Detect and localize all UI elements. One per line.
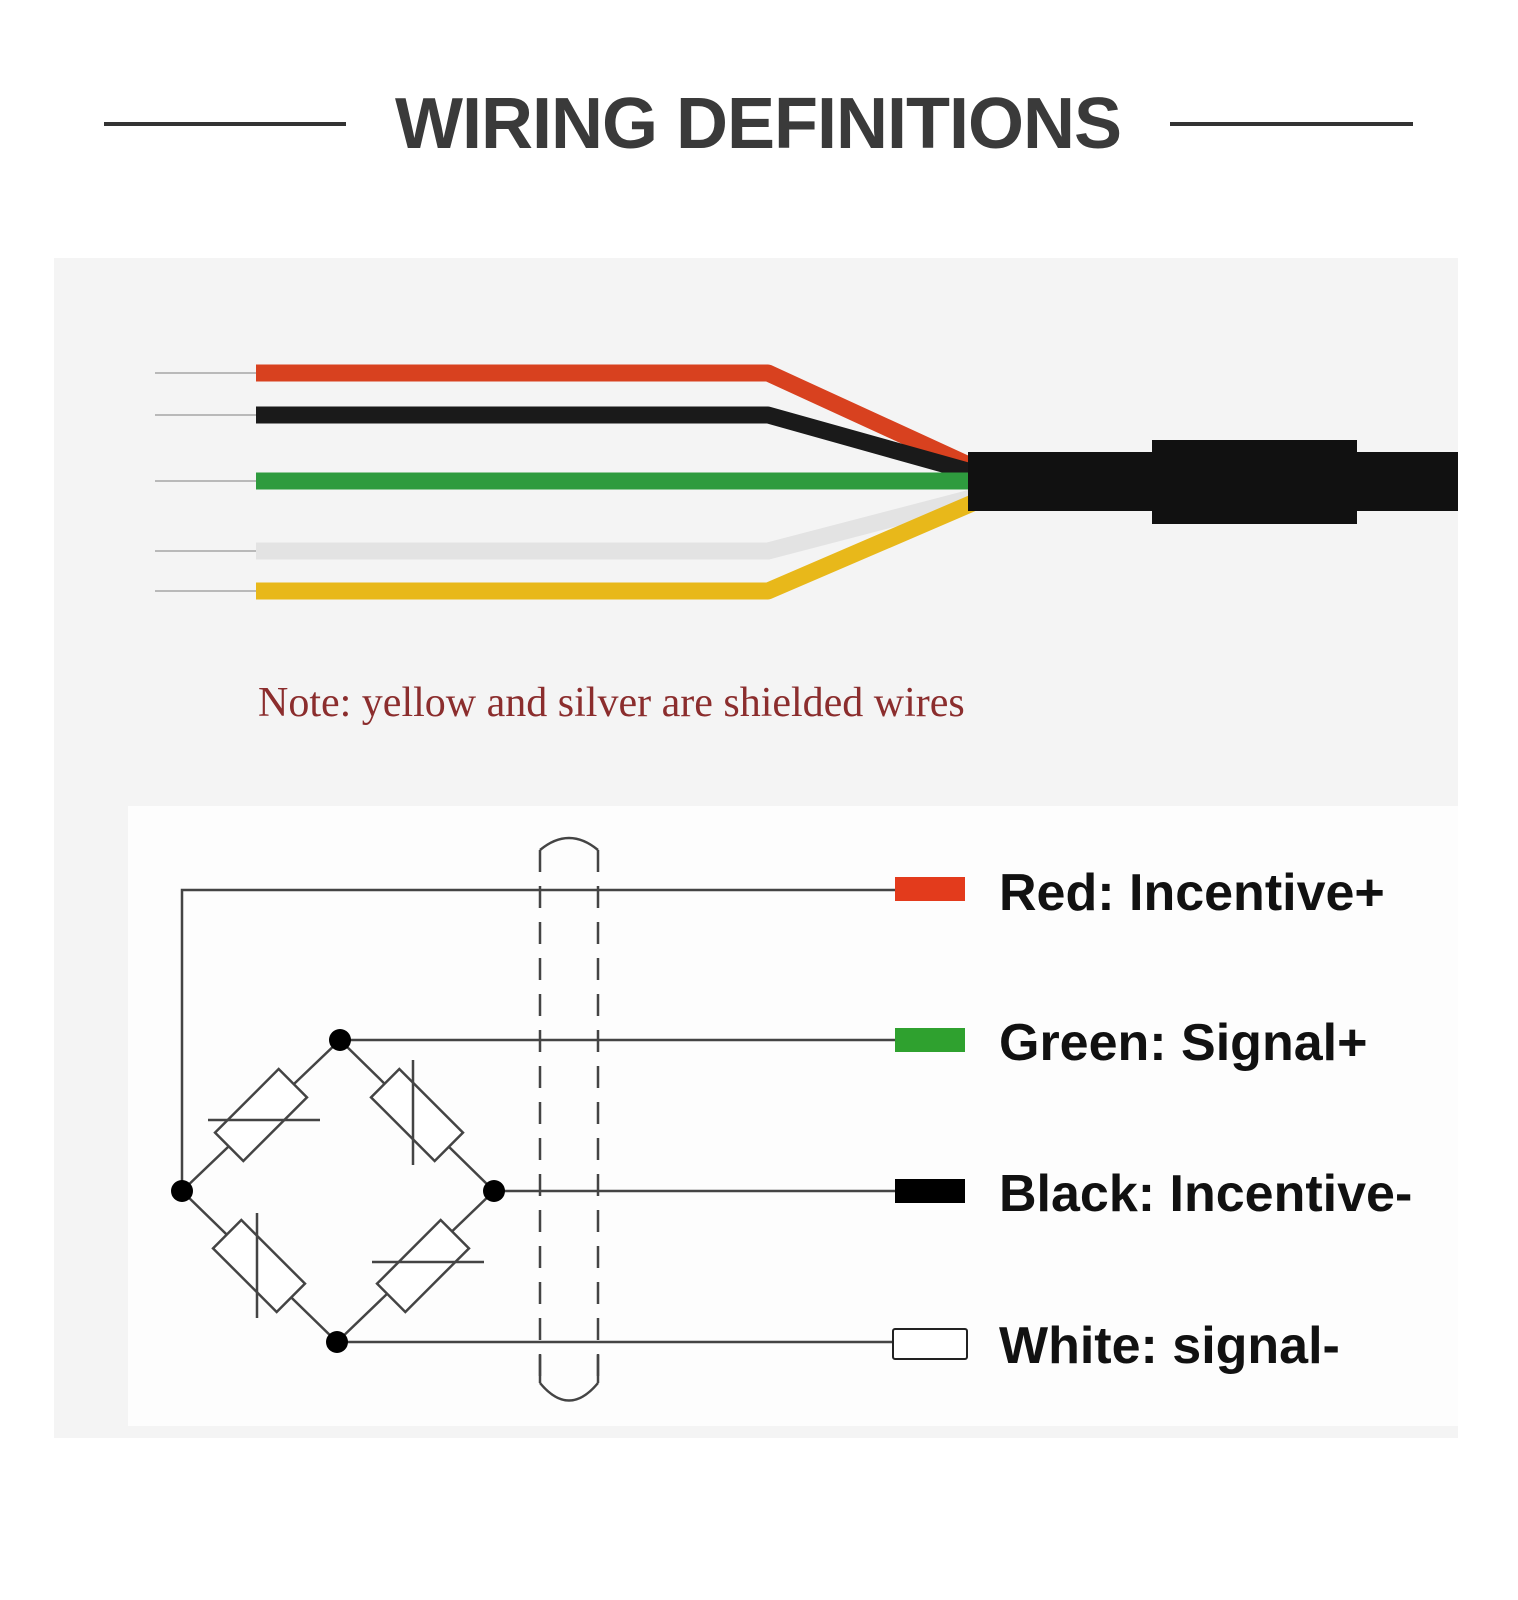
page-header: WIRING DEFINITIONS (0, 70, 1518, 180)
schematic-panel (128, 806, 1458, 1426)
legend-label-black: Black: Incentive- (999, 1165, 1413, 1223)
legend-label-green: Green: Signal+ (999, 1014, 1368, 1072)
header-rule-right (1170, 122, 1413, 126)
legend-label-white: White: signal- (999, 1317, 1340, 1375)
wire-silver (256, 488, 978, 560)
bare-conductor-ends (155, 372, 256, 592)
node-right (483, 1180, 505, 1202)
legend-swatch-green (895, 1028, 965, 1052)
strain-gauges (208, 1060, 484, 1318)
strain-gauge-upper-left (213, 1067, 309, 1163)
strain-gauge-lower-right (375, 1218, 471, 1314)
node-bottom (326, 1331, 348, 1353)
cable-shield (538, 836, 600, 1402)
strain-gauge-upper-right (369, 1067, 465, 1163)
strain-gauge-lower-left (211, 1218, 307, 1314)
legend-swatch-white (892, 1328, 968, 1360)
header-rule-left (104, 122, 346, 126)
shield-top-cap (539, 836, 599, 851)
page-title: WIRING DEFINITIONS (395, 84, 1122, 164)
shield-bottom-cap (539, 1382, 599, 1402)
node-left (171, 1180, 193, 1202)
node-top (329, 1029, 351, 1051)
shielded-wires-note: Note: yellow and silver are shielded wir… (258, 680, 965, 726)
wire-line-red (180, 888, 895, 1191)
legend-label-red: Red: Incentive+ (999, 864, 1385, 922)
legend-swatch-red (895, 877, 965, 901)
bridge-nodes (171, 1029, 505, 1353)
wire-red (256, 364, 979, 476)
legend-swatch-black (895, 1179, 965, 1203)
cable-sleeve (1152, 440, 1357, 524)
wire-yellow (256, 494, 979, 600)
wire-black (256, 406, 978, 482)
bridge-outline (180, 1038, 496, 1344)
